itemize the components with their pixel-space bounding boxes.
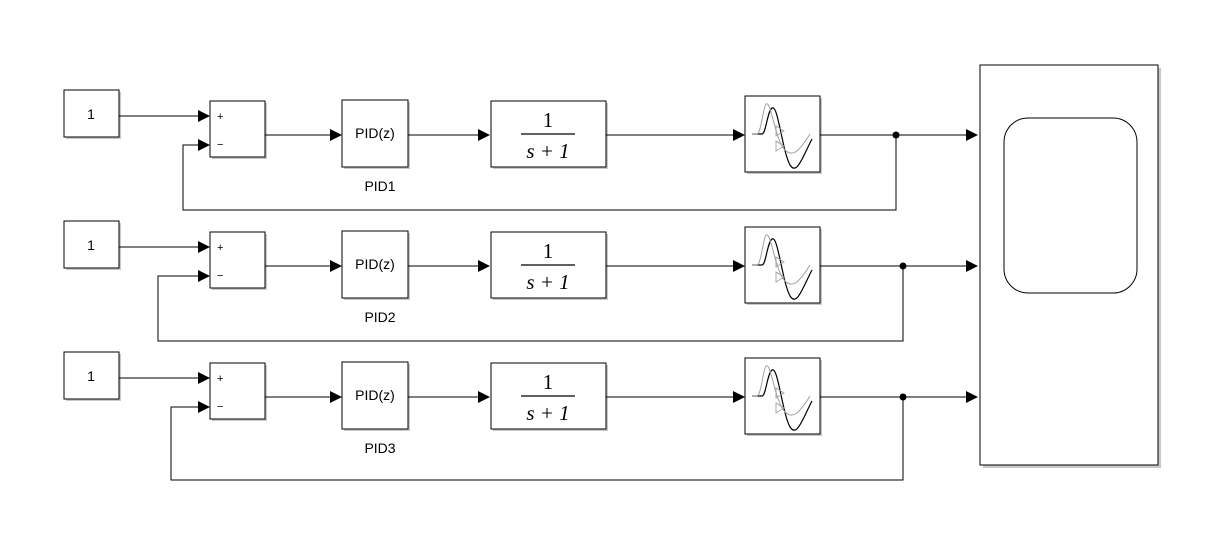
scope-icon bbox=[1003, 117, 1138, 294]
arrow-head bbox=[966, 260, 978, 272]
constant-value-1: 1 bbox=[87, 106, 95, 122]
arrow-head bbox=[330, 129, 342, 141]
minus-sign: − bbox=[217, 139, 223, 151]
plus-sign: + bbox=[217, 111, 223, 123]
sum-block-2[interactable]: + − bbox=[209, 231, 267, 290]
pid-block-name-2[interactable]: PID2 bbox=[364, 309, 395, 325]
arrow-head bbox=[733, 129, 745, 141]
arrow-head bbox=[198, 241, 210, 253]
transfer-function-block-1[interactable]: 1 s + 1 bbox=[490, 100, 608, 169]
sum-block-1[interactable]: + − bbox=[209, 100, 267, 159]
tf-denominator: s + 1 bbox=[526, 270, 569, 294]
tf-numerator: 1 bbox=[543, 370, 554, 394]
arrow-head bbox=[733, 260, 745, 272]
arrow-head bbox=[330, 260, 342, 272]
transport-delay-icon bbox=[752, 365, 813, 431]
transfer-function-block-2[interactable]: 1 s + 1 bbox=[490, 231, 608, 300]
pid-controller-block-2[interactable]: PID(z) bbox=[341, 230, 410, 300]
arrow-head bbox=[478, 260, 490, 272]
pid-block-text: PID(z) bbox=[355, 256, 395, 272]
arrow-head bbox=[478, 129, 490, 141]
transport-delay-block-2[interactable] bbox=[744, 226, 822, 305]
plus-sign: + bbox=[217, 242, 223, 254]
transport-delay-icon bbox=[752, 103, 813, 169]
plus-sign: + bbox=[217, 373, 223, 385]
pid-controller-block-3[interactable]: PID(z) bbox=[341, 361, 410, 431]
arrow-head bbox=[198, 372, 210, 384]
row-2: 1 + − PID(z) PID2 1 s + 1 bbox=[63, 220, 978, 342]
scope-block[interactable] bbox=[979, 64, 1161, 468]
tf-denominator: s + 1 bbox=[526, 139, 569, 163]
constant-value-2: 1 bbox=[87, 237, 95, 253]
minus-sign: − bbox=[217, 401, 223, 413]
feedback-line-1[interactable] bbox=[182, 135, 897, 211]
pid-block-name-3[interactable]: PID3 bbox=[364, 440, 395, 456]
transport-delay-block-1[interactable] bbox=[744, 95, 822, 174]
constant-block-2[interactable]: 1 bbox=[63, 220, 121, 270]
constant-value-3: 1 bbox=[87, 368, 95, 384]
arrow-head bbox=[966, 129, 978, 141]
constant-block-3[interactable]: 1 bbox=[63, 351, 121, 401]
row-3: 1 + − PID(z) PID3 1 s + 1 bbox=[63, 351, 978, 481]
pid-block-name-1[interactable]: PID1 bbox=[364, 178, 395, 194]
arrow-head bbox=[198, 139, 210, 151]
transfer-function-block-3[interactable]: 1 s + 1 bbox=[490, 362, 608, 431]
arrow-head bbox=[198, 401, 210, 413]
constant-block-1[interactable]: 1 bbox=[63, 89, 121, 139]
minus-sign: − bbox=[217, 270, 223, 282]
arrow-head bbox=[198, 270, 210, 282]
feedback-line-2[interactable] bbox=[157, 266, 904, 342]
arrow-head bbox=[966, 391, 978, 403]
transport-delay-icon bbox=[752, 234, 813, 300]
transport-delay-block-3[interactable] bbox=[744, 357, 822, 436]
pid-block-text: PID(z) bbox=[355, 125, 395, 141]
pid-block-text: PID(z) bbox=[355, 387, 395, 403]
arrow-head bbox=[478, 391, 490, 403]
tf-denominator: s + 1 bbox=[526, 401, 569, 425]
sum-block-3[interactable]: + − bbox=[209, 362, 267, 421]
tf-numerator: 1 bbox=[543, 108, 554, 132]
feedback-line-3[interactable] bbox=[170, 397, 904, 481]
arrow-head bbox=[330, 391, 342, 403]
arrow-head bbox=[198, 110, 210, 122]
row-1: 1 + − PID(z) PID1 1 s + 1 bbox=[63, 89, 978, 211]
tf-numerator: 1 bbox=[543, 239, 554, 263]
pid-controller-block-1[interactable]: PID(z) bbox=[341, 99, 410, 169]
arrow-head bbox=[733, 391, 745, 403]
